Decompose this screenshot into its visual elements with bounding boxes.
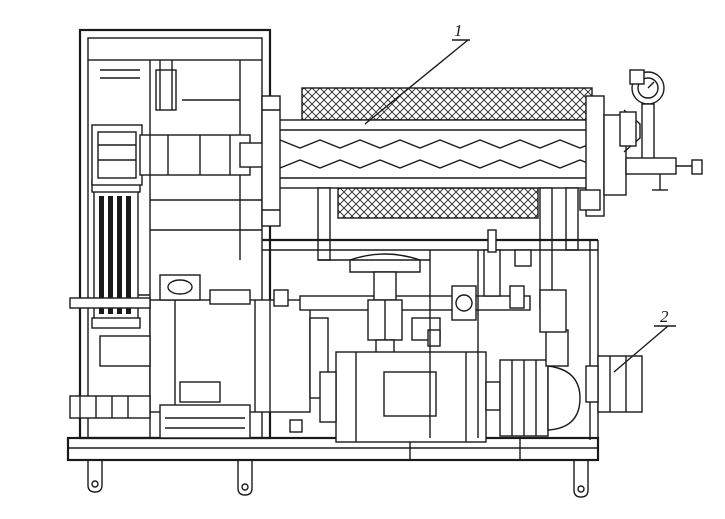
centrifugal-pump (499, 289, 581, 437)
callout-1: 1 (364, 21, 470, 125)
callout-2: 2 (613, 307, 676, 373)
upper-pulley (91, 124, 143, 186)
gauge-valve-assembly (619, 69, 703, 191)
callout-1-leader (364, 39, 469, 125)
horizontal-pipe-run (69, 229, 531, 321)
side-device-item-2 (585, 355, 643, 413)
central-control-valve (318, 253, 441, 361)
frame-foot-middle (237, 460, 253, 496)
frame-foot-left (87, 460, 103, 493)
upper-drive-shaft (139, 134, 269, 176)
vessel-supports (262, 187, 599, 440)
base-frame (66, 436, 600, 462)
pipe-fittings (273, 249, 532, 438)
callout-2-leader (613, 325, 669, 373)
frame-foot-right (573, 460, 589, 498)
central-electric-motor (319, 351, 501, 443)
callout-1-label: 1 (454, 21, 463, 40)
horizontal-vessel (261, 87, 627, 227)
callout-2-label: 2 (660, 307, 669, 326)
